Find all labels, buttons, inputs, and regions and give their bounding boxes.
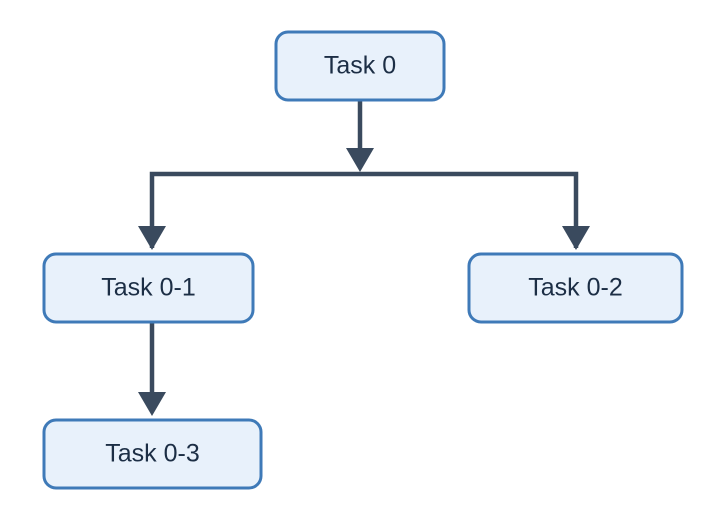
node-task-0: Task 0 — [274, 30, 446, 102]
node-task-0-3-label: Task 0-3 — [105, 440, 199, 468]
node-task-0-1: Task 0-1 — [42, 252, 255, 324]
node-task-0-2: Task 0-2 — [467, 252, 684, 324]
node-task-0-label: Task 0 — [324, 52, 396, 80]
node-task-0-1-label: Task 0-1 — [101, 274, 195, 302]
connector-task-0-1-to-task-0-3 — [138, 322, 166, 416]
connector-task-0-to-children — [138, 101, 590, 250]
node-task-0-2-label: Task 0-2 — [528, 274, 622, 302]
node-task-0-3: Task 0-3 — [42, 418, 263, 490]
